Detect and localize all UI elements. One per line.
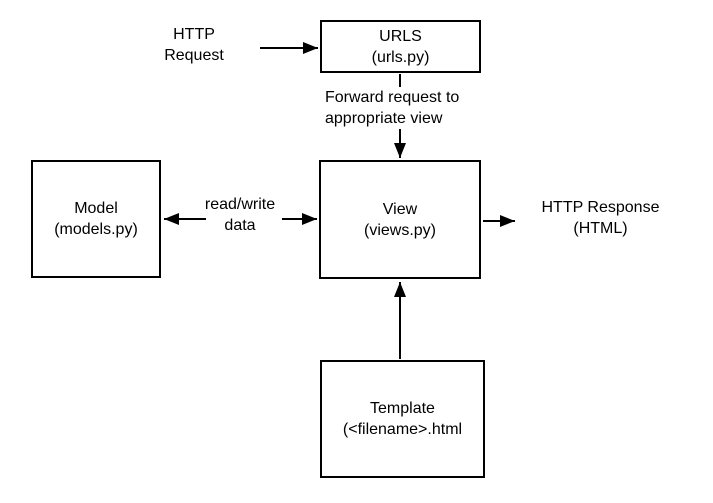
http-request-label-line1: HTTP — [173, 26, 215, 43]
http-response-label-line2: (HTML) — [573, 220, 628, 237]
template-box: Template (<filename>.html — [320, 360, 485, 478]
read-write-data-label-line2: data — [224, 217, 256, 234]
http-request-label-line2: Request — [164, 47, 224, 64]
http-response-label: HTTP Response (HTML) — [528, 197, 673, 239]
urls-box-title: URLS — [379, 27, 422, 45]
urls-box: URLS (urls.py) — [320, 20, 481, 73]
http-request-label: HTTP Request — [148, 24, 240, 66]
urls-box-subtitle: (urls.py) — [371, 48, 430, 66]
forward-request-label-line1: Forward request to — [325, 89, 460, 106]
model-box-title: Model — [74, 200, 118, 217]
read-write-data-label-line1: read/write — [204, 196, 276, 213]
view-box-title: View — [382, 200, 418, 218]
model-box-subtitle: (models.py) — [54, 221, 138, 238]
template-box-subtitle: (<filename>.html — [342, 421, 463, 438]
forward-request-label-line2: appropriate view — [325, 110, 443, 127]
http-response-label-line1: HTTP Response — [541, 199, 660, 216]
view-box: View (views.py) — [319, 160, 481, 279]
template-box-title: Template — [370, 400, 435, 417]
view-box-subtitle: (views.py) — [363, 221, 436, 239]
forward-request-label: Forward request to appropriate view — [325, 87, 487, 129]
model-box: Model (models.py) — [31, 160, 161, 278]
read-write-data-label: read/write data — [196, 194, 284, 236]
